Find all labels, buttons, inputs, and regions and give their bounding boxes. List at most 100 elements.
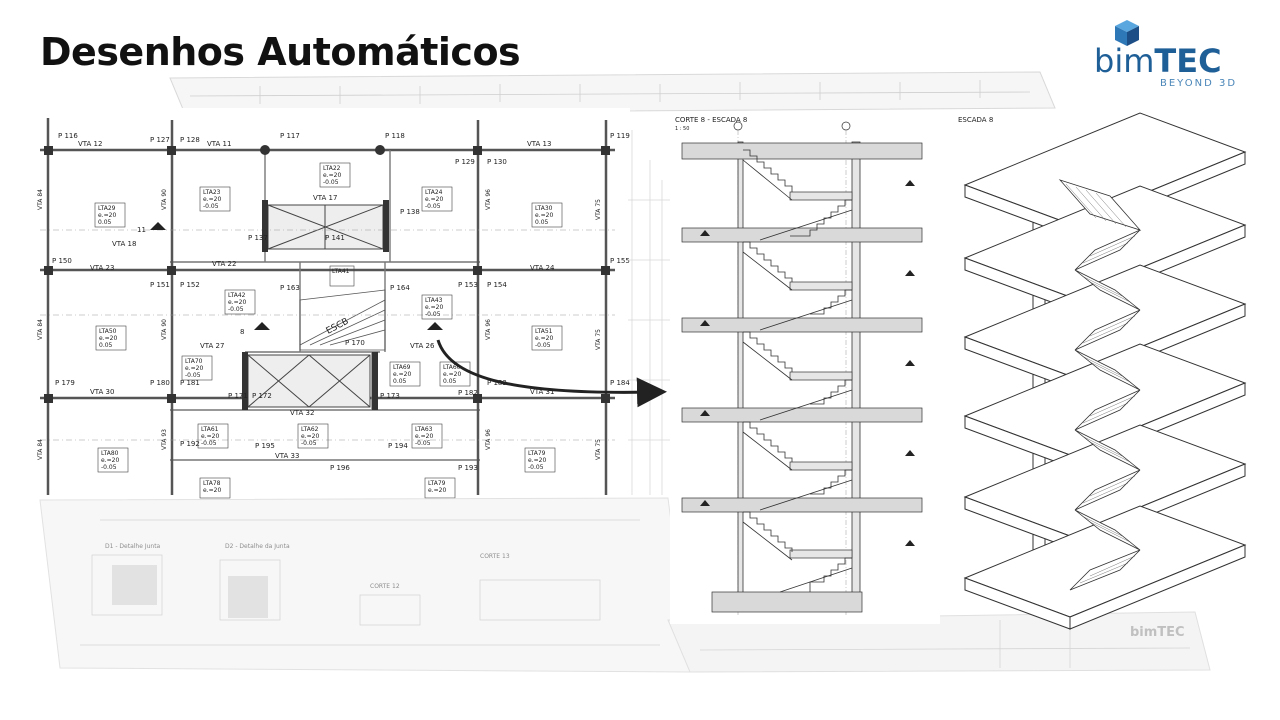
label-p183: P 183 (487, 379, 507, 387)
svg-text:e.=20: e.=20 (425, 196, 443, 203)
svg-text:0.05: 0.05 (393, 378, 407, 385)
label-p153: P 153 (458, 281, 478, 289)
back-sheet (169, 71, 1056, 115)
svg-text:LTA50: LTA50 (99, 328, 117, 335)
label-vta32: VTA 32 (290, 409, 314, 417)
label-p154: P 154 (487, 281, 507, 289)
label-dim-11: 11 (137, 226, 146, 234)
label-p192: P 192 (180, 440, 200, 448)
svg-text:LTA30: LTA30 (535, 205, 553, 212)
slab-tag-lta50: LTA50 e.=20 0.05 (95, 325, 127, 351)
slab-tag-lta30: LTA30 e.=20 0.05 (531, 202, 563, 228)
svg-text:e.=20: e.=20 (101, 457, 119, 464)
slab-tag-lta41: LTA41 (329, 265, 355, 287)
svg-text:VTA 75: VTA 75 (595, 329, 602, 350)
label-vta26: VTA 26 (410, 342, 435, 350)
label-vta13: VTA 13 (527, 140, 551, 148)
svg-text:0.05: 0.05 (98, 219, 112, 226)
bimtec-logo: bimTEC BEYOND 3D (1090, 18, 1250, 98)
label-p184: P 184 (610, 379, 630, 387)
svg-text:LTA43: LTA43 (425, 297, 443, 304)
svg-text:-0.05: -0.05 (425, 203, 441, 210)
slab-tag-lta61: LTA61 e.=20 -0.05 (197, 423, 229, 449)
label-p196: P 196 (330, 464, 350, 472)
svg-text:VTA 96: VTA 96 (485, 429, 492, 450)
label-dim-8: 8 (240, 328, 244, 336)
svg-text:LTA61: LTA61 (201, 426, 219, 433)
svg-text:-0.05: -0.05 (301, 440, 317, 447)
logo-tagline: BEYOND 3D (1160, 78, 1238, 89)
label-vta30: VTA 30 (90, 388, 114, 396)
label-vta24: VTA 24 (530, 264, 555, 272)
svg-text:e.=20: e.=20 (428, 487, 446, 494)
svg-text:VTA 93: VTA 93 (161, 429, 168, 450)
slab-tag-lta70: LTA70 e.=20 -0.05 (181, 355, 213, 381)
svg-text:VTA 84: VTA 84 (37, 319, 44, 340)
svg-text:VTA 96: VTA 96 (485, 319, 492, 340)
svg-text:0.05: 0.05 (99, 342, 113, 349)
label-p170: P 170 (345, 339, 365, 347)
label-p171: P 171 (228, 392, 248, 400)
svg-text:e.=20: e.=20 (99, 335, 117, 342)
svg-text:LTA79: LTA79 (428, 480, 446, 487)
label-p150: P 150 (52, 257, 72, 265)
svg-text:e.=20: e.=20 (393, 371, 411, 378)
label-p195: P 195 (255, 442, 275, 450)
svg-text:e.=20: e.=20 (203, 196, 221, 203)
label-vta12: VTA 12 (78, 140, 102, 148)
svg-text:LTA69: LTA69 (393, 364, 411, 371)
slab-tag-lta78: LTA78 e.=20 (199, 477, 231, 499)
svg-text:e.=20: e.=20 (185, 365, 203, 372)
svg-text:-0.05: -0.05 (535, 342, 551, 349)
svg-text:LTA62: LTA62 (301, 426, 319, 433)
isometric-view-title: ESCADA 8 (958, 116, 993, 124)
svg-text:e.=20: e.=20 (323, 172, 341, 179)
svg-text:-0.05: -0.05 (415, 440, 431, 447)
svg-text:0.05: 0.05 (443, 378, 457, 385)
detail-sheet: D1 - Detalhe Junta D2 - Detalhe da Junta… (39, 497, 1211, 673)
svg-text:e.=20: e.=20 (528, 457, 546, 464)
svg-text:e.=20: e.=20 (301, 433, 319, 440)
svg-text:LTA60: LTA60 (443, 364, 461, 371)
svg-text:LTA41: LTA41 (332, 268, 350, 275)
svg-text:e.=20: e.=20 (535, 212, 553, 219)
slab-tag-lta24: LTA24 e.=20 -0.05 (421, 186, 453, 212)
svg-text:VTA 96: VTA 96 (485, 189, 492, 210)
slab-tag-lta79: LTA79 e.=20 (424, 477, 456, 499)
side-sheet-strip (628, 130, 670, 495)
svg-text:e.=20: e.=20 (425, 304, 443, 311)
label-p152: P 152 (180, 281, 200, 289)
svg-text:-0.05: -0.05 (101, 464, 117, 471)
detail-d1-title: D1 - Detalhe Junta (105, 543, 161, 550)
label-vta18: VTA 18 (112, 240, 136, 248)
svg-text:VTA 90: VTA 90 (161, 189, 168, 210)
section-view-title: CORTE 8 - ESCADA 8 (675, 116, 747, 124)
slab-tag-lta69: LTA69 e.=20 0.05 (389, 361, 421, 387)
svg-text:VTA 75: VTA 75 (595, 439, 602, 460)
label-p130: P 130 (487, 158, 507, 166)
svg-text:LTA29: LTA29 (98, 205, 116, 212)
slab-tag-lta80: LTA80 e.=20 -0.05 (97, 447, 129, 473)
label-p172: P 172 (252, 392, 272, 400)
svg-text:LTA51: LTA51 (535, 328, 553, 335)
label-p182: P 182 (458, 389, 478, 397)
slab-tag-lta63: LTA63 e.=20 -0.05 (411, 423, 443, 449)
label-vta31: VTA 31 (530, 388, 554, 396)
label-p194: P 194 (388, 442, 408, 450)
svg-text:LTA22: LTA22 (323, 165, 341, 172)
label-p173: P 173 (380, 392, 400, 400)
detail-corte-title: CORTE 13 (480, 553, 510, 560)
svg-text:LTA24: LTA24 (425, 189, 443, 196)
label-vta17: VTA 17 (313, 194, 337, 202)
svg-text:LTA42: LTA42 (228, 292, 246, 299)
svg-text:VTA 84: VTA 84 (37, 439, 44, 460)
svg-text:VTA 90: VTA 90 (161, 319, 168, 340)
slab-tag-lta62: LTA62 e.=20 -0.05 (297, 423, 329, 449)
svg-text:LTA63: LTA63 (415, 426, 433, 433)
isometric-view: ESCADA 8 (958, 112, 1247, 630)
label-p137: P 137 (248, 234, 268, 242)
slab-tag-lta81: LTA79 e.=20 -0.05 (524, 447, 556, 473)
label-vta27: VTA 27 (200, 342, 224, 350)
label-vta22: VTA 22 (212, 260, 236, 268)
